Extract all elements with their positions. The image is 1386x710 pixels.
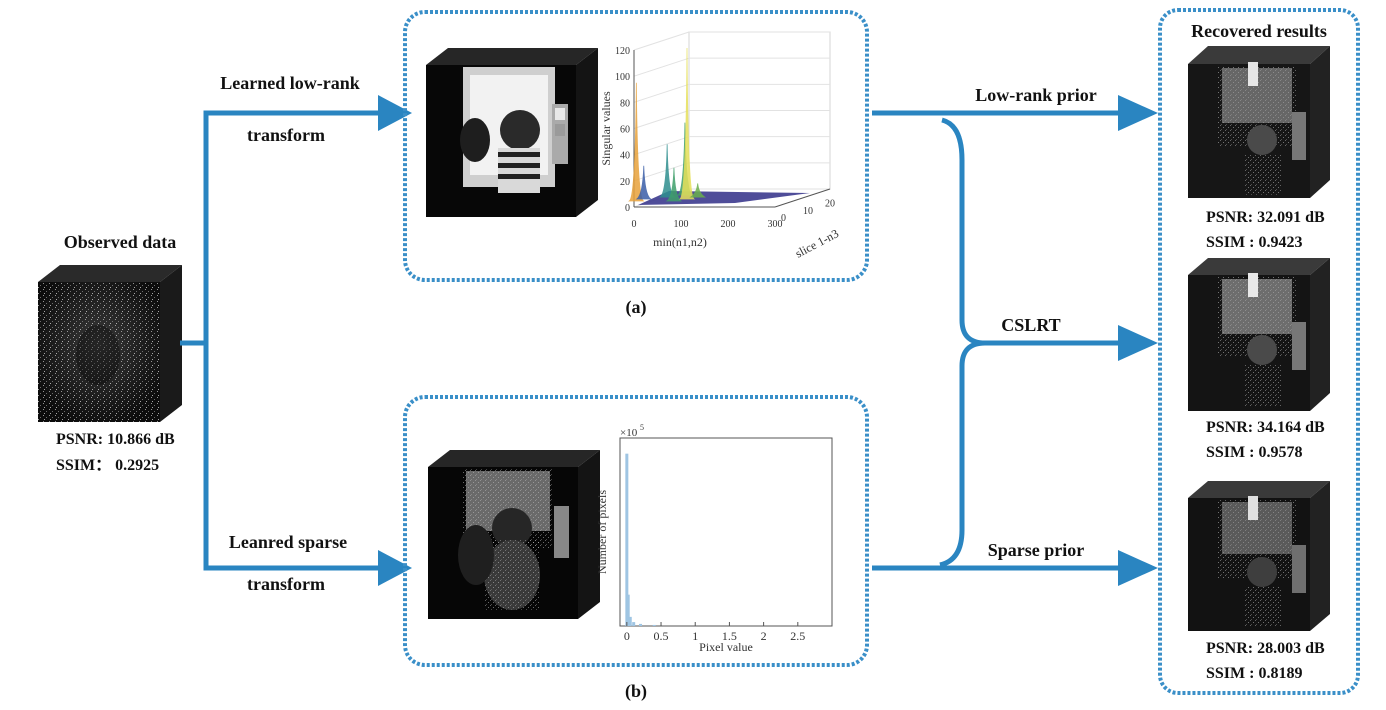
cslrt-arrow-head	[1118, 325, 1158, 361]
chart-b-bar	[626, 594, 630, 626]
result-2-ssim: SSIM : 0.9578	[1206, 444, 1302, 461]
chart-a-z-tick: 10	[803, 206, 813, 217]
chart-a-y-tick: 100	[615, 72, 630, 83]
chart-b-frame	[619, 437, 833, 627]
chart-a-z-tick: 20	[825, 199, 835, 210]
panel-b-border	[403, 395, 869, 667]
chart-a-z-axis	[774, 188, 831, 208]
bottom-arrow-head	[378, 550, 412, 586]
chart-a-y-tick: 60	[620, 125, 630, 136]
chart-b-x-tick: 2	[761, 629, 767, 643]
chart-b-x-tick: 1.5	[722, 629, 737, 643]
low-rank-arrow-head	[1118, 95, 1158, 131]
panel-a-cube-image	[426, 48, 598, 217]
bottom-branch-label-2: transform	[247, 574, 325, 594]
observed-section: Observed data PSNR: 10.866 dB SSIM： 0.29…	[38, 232, 182, 474]
chart-a-gridline	[633, 31, 690, 51]
chart-a-peak	[689, 183, 707, 198]
result-3-ssim: SSIM : 0.8189	[1206, 665, 1302, 682]
chart-a-y-tick: 20	[620, 177, 630, 188]
observed-psnr: PSNR: 10.866 dB	[56, 431, 175, 448]
result-1-psnr: PSNR: 32.091 dB	[1206, 209, 1325, 226]
top-branch-label-1: Learned low-rank	[220, 73, 360, 93]
chart-b-bar	[628, 616, 632, 626]
chart-a-peak	[635, 165, 653, 200]
chart-a-ylabel: Singular values	[599, 91, 613, 166]
chart-b-x-tick: 1	[692, 629, 698, 643]
chart-a-xlabel: min(n1,n2)	[653, 235, 707, 249]
chart-a-zlabel: slice 1-n3	[793, 226, 841, 260]
panel-a-caption: (a)	[626, 297, 647, 318]
result-3-psnr: PSNR: 28.003 dB	[1206, 640, 1325, 657]
chart-b-bar	[639, 623, 643, 626]
top-arrow-head	[378, 95, 412, 131]
chart-b-bar	[652, 624, 656, 626]
top-branch-label-2: transform	[247, 125, 325, 145]
chart-a-gridline	[633, 110, 690, 129]
result-2-psnr: PSNR: 34.164 dB	[1206, 419, 1325, 436]
observed-title: Observed data	[64, 232, 177, 252]
panel-b-cube-image	[428, 450, 600, 619]
chart-a-gridline	[633, 162, 690, 182]
chart-a-y-tick: 120	[615, 46, 630, 57]
brace	[939, 117, 986, 568]
chart-a-gridline	[633, 57, 690, 77]
chart-b-xlabel: Pixel value	[699, 640, 753, 654]
chart-a-peak	[678, 48, 696, 200]
panel-b-caption: (b)	[625, 681, 647, 702]
chart-a-x-tick: 300	[768, 219, 783, 230]
sparse-arrow-head	[1118, 550, 1158, 586]
prior-arrows	[872, 95, 1158, 586]
panel-a-border	[403, 10, 869, 282]
low-rank-prior-label: Low-rank prior	[975, 85, 1097, 105]
chart-a-x-tick: 0	[632, 219, 637, 230]
chart-a-x-tick: 200	[721, 219, 736, 230]
chart-b-x-tick: 0.5	[654, 629, 669, 643]
results-border	[1158, 8, 1360, 695]
result-1-ssim: SSIM : 0.9423	[1206, 234, 1302, 251]
bottom-branch-label-1: Leanred sparse	[229, 532, 347, 552]
result-image-3	[1188, 481, 1330, 631]
chart-b-bar	[632, 622, 636, 626]
sparse-prior-label: Sparse prior	[988, 540, 1085, 560]
branch-arrows	[180, 95, 412, 586]
chart-a-y-tick: 0	[625, 203, 630, 214]
results-title: Recovered results	[1191, 21, 1327, 41]
chart-a-gridline	[633, 136, 690, 156]
chart-a-x-tick: 100	[674, 219, 689, 230]
result-image-2	[1188, 258, 1330, 411]
cslrt-label: CSLRT	[1001, 315, 1060, 335]
chart-a-z-tick: 0	[781, 213, 786, 224]
chart-a-peak	[665, 167, 683, 202]
chart-b-bar	[625, 453, 629, 626]
chart-a-y-tick: 40	[620, 151, 630, 162]
observed-ssim: SSIM： 0.2925	[56, 457, 159, 474]
chart-b-multiplier: ×10	[620, 427, 638, 439]
chart-b-multiplier-exp: 5	[640, 423, 644, 432]
chart-b-x-tick: 2.5	[790, 629, 805, 643]
chart-b-x-tick: 0	[624, 629, 630, 643]
chart-a-y-tick: 80	[620, 98, 630, 109]
chart-b-ylabel: Number of pixels	[595, 490, 609, 574]
observed-cube-image	[38, 265, 182, 422]
chart-a-gridline	[633, 83, 690, 103]
result-image-1	[1188, 46, 1330, 198]
